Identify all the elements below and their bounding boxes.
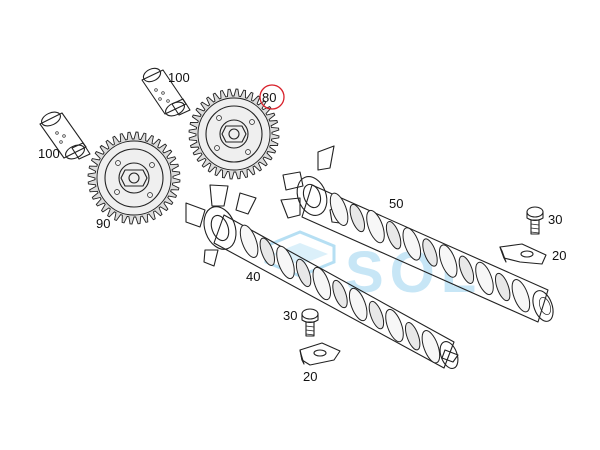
cam-lobe (239, 224, 259, 258)
label-camshaft-rear: 50 (389, 196, 403, 211)
cam-lobe (348, 287, 368, 322)
cam-lobe (402, 227, 422, 261)
cam-lobe (511, 279, 531, 313)
camshaft-rear[interactable] (280, 145, 557, 324)
cam-lobe (438, 244, 458, 278)
label-adjuster-exhaust: 90 (96, 216, 110, 231)
bolt-left[interactable] (301, 308, 319, 337)
cam-lobe (349, 203, 366, 233)
cam-lobe (475, 261, 494, 296)
camshaft-front[interactable] (185, 184, 461, 371)
cam-lobe (494, 272, 511, 302)
cam-lobe (332, 279, 348, 309)
label-bolt-left: 30 (283, 308, 297, 323)
solenoid-upper[interactable] (141, 66, 191, 119)
label-solenoid-lower: 100 (38, 146, 60, 161)
cam-lobe (366, 209, 385, 244)
cam-lobe (276, 245, 295, 280)
camshaft-adjuster-exhaust[interactable] (87, 131, 181, 225)
cam-lobe (368, 300, 385, 330)
rocker-arm-right[interactable] (499, 243, 547, 265)
cam-lobe (259, 237, 276, 266)
camshaft-adjuster-intake[interactable] (188, 88, 280, 180)
gear-rim (96, 140, 172, 216)
label-rocker-right: 20 (552, 248, 566, 263)
gear-rim (197, 97, 271, 171)
cam-lobe (385, 308, 404, 343)
label-camshaft-front: 40 (246, 269, 260, 284)
cam-lobe (458, 255, 475, 284)
label-adjuster-intake: 80 (262, 90, 276, 105)
cam-lobe (295, 258, 312, 288)
label-rocker-left: 20 (303, 369, 317, 384)
highlight-circle (259, 84, 285, 110)
solenoid-lower[interactable] (39, 109, 91, 161)
cam-lobe (422, 238, 438, 267)
bolt-right[interactable] (526, 206, 544, 235)
cam-lobe (404, 322, 421, 351)
cam-lobe (329, 192, 349, 226)
label-bolt-right: 30 (548, 212, 562, 227)
label-solenoid-upper: 100 (168, 70, 190, 85)
rocker-arm-left[interactable] (299, 342, 341, 366)
cam-lobe (421, 330, 441, 364)
cam-lobe (385, 221, 402, 250)
cam-lobe (312, 266, 332, 301)
